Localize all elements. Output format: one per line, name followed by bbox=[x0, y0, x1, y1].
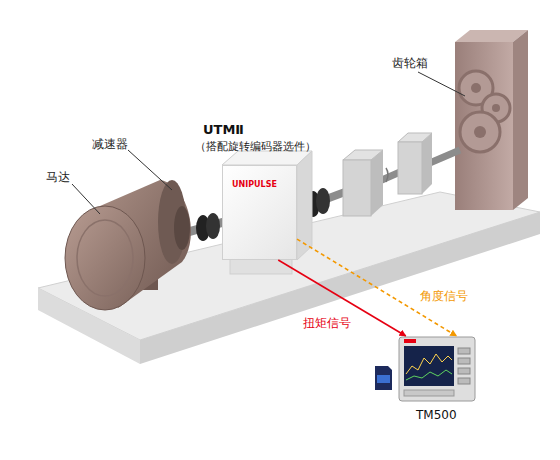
pillow-block bbox=[343, 133, 432, 216]
part-name: 减速器 bbox=[92, 137, 128, 151]
torque-meter-body bbox=[297, 151, 312, 260]
motor bbox=[65, 180, 191, 310]
coupling bbox=[316, 188, 330, 214]
node-heading: UTMⅡ bbox=[203, 122, 244, 138]
node-heading: TM500 bbox=[416, 408, 457, 422]
leader-line bbox=[418, 72, 465, 96]
node-subtitle: （搭配旋转编码器选件） bbox=[195, 140, 316, 153]
sd-card bbox=[377, 375, 390, 383]
pillow-block bbox=[422, 133, 432, 194]
indicator-device: TM500 bbox=[398, 336, 476, 402]
sd-card bbox=[375, 366, 392, 390]
leader-line bbox=[72, 184, 100, 214]
gearbox bbox=[474, 126, 486, 138]
torque-meter-body bbox=[222, 151, 312, 165]
device-button bbox=[458, 368, 470, 374]
gearbox bbox=[455, 42, 513, 210]
screen-trace bbox=[406, 370, 452, 380]
pillow-block bbox=[343, 160, 371, 216]
torque-signal-arrow bbox=[278, 260, 406, 336]
signal-label: 扭矩信号 bbox=[303, 316, 351, 330]
motor bbox=[65, 206, 145, 310]
gearbox bbox=[471, 83, 481, 93]
shaft-break bbox=[386, 168, 388, 182]
device-case bbox=[399, 337, 475, 401]
part-name: 马达 bbox=[46, 170, 70, 184]
motor bbox=[77, 220, 133, 296]
device-logo bbox=[404, 339, 416, 343]
device-button bbox=[458, 348, 470, 354]
device-screen bbox=[404, 346, 454, 386]
pillow-block bbox=[371, 150, 383, 216]
sd-card bbox=[375, 366, 392, 390]
gearbox bbox=[492, 104, 500, 112]
leader-line bbox=[128, 150, 172, 190]
gearbox bbox=[513, 30, 528, 210]
motor bbox=[174, 206, 190, 250]
angle-signal-arrow bbox=[297, 239, 457, 336]
pillow-block bbox=[398, 142, 422, 194]
device-button-row bbox=[404, 390, 454, 396]
indicator-shape bbox=[398, 336, 476, 402]
torque-meter-body bbox=[230, 258, 292, 274]
signal-label: 角度信号 bbox=[420, 289, 468, 303]
device-button bbox=[458, 358, 470, 364]
gearbox bbox=[455, 30, 528, 210]
torque-meter-body bbox=[222, 151, 312, 274]
part-name: 齿轮箱 bbox=[392, 56, 428, 70]
gearbox bbox=[460, 112, 500, 152]
base-platform bbox=[140, 212, 540, 364]
coupling bbox=[206, 213, 220, 239]
device-button bbox=[458, 378, 470, 384]
torque-meter: UTMⅡ（搭配旋转编码器选件） bbox=[222, 165, 297, 260]
brand-logo: UNIPULSE bbox=[232, 180, 277, 190]
